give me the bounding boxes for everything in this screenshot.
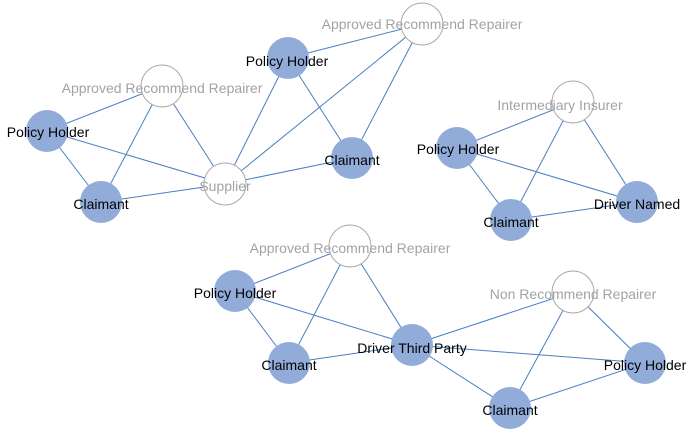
node-nrr[interactable] [551, 270, 595, 314]
edge-arr2-cl2 [351, 23, 423, 159]
edge-arr3-cl4 [288, 245, 351, 364]
node-ph4[interactable] [214, 270, 256, 312]
node-cl2[interactable] [331, 137, 373, 179]
node-arr3[interactable] [328, 224, 372, 268]
node-label-cl2: Claimant [324, 152, 379, 168]
edge-sup-ph2 [224, 57, 289, 185]
node-label-cl5: Claimant [482, 402, 537, 418]
node-arr1[interactable] [140, 64, 184, 108]
edge-nrr-cl5 [509, 291, 574, 409]
edge-ph1-sup [46, 130, 226, 185]
node-cl1[interactable] [80, 181, 122, 223]
node-arr2[interactable] [400, 2, 444, 46]
node-label-arr1: Approved Recommend Repairer [62, 80, 263, 96]
edge-dtp-ph5 [411, 344, 646, 364]
node-label-cl4: Claimant [261, 357, 316, 373]
node-label-nrr: Non Recommend Repairer [490, 286, 657, 302]
node-ph5[interactable] [624, 342, 666, 384]
edge-cl1-arr1 [100, 85, 163, 203]
node-label-dtp: Driver Third Party [357, 340, 466, 356]
node-ph1[interactable] [26, 110, 68, 152]
node-ph2[interactable] [267, 37, 309, 79]
edge-ph5-cl5 [509, 362, 646, 409]
node-cl3[interactable] [490, 199, 532, 241]
node-cl5[interactable] [489, 387, 531, 429]
node-dn[interactable] [616, 181, 658, 223]
node-label-arr2: Approved Recommend Repairer [322, 16, 523, 32]
node-dtp[interactable] [391, 324, 433, 366]
edge-ph4-dtp [234, 290, 413, 346]
node-label-sup: Supplier [199, 178, 251, 194]
node-label-ph1: Policy Holder [7, 124, 90, 140]
node-label-ph4: Policy Holder [194, 285, 277, 301]
node-ii[interactable] [551, 80, 595, 124]
node-label-ph5: Policy Holder [604, 357, 687, 373]
node-label-ph2: Policy Holder [246, 53, 329, 69]
edge-sup-cl2 [224, 157, 353, 185]
edge-cl3-dn [510, 201, 638, 221]
node-label-cl1: Claimant [73, 196, 128, 212]
node-label-dn: Driver Named [594, 196, 680, 212]
node-label-ph3: Policy Holder [417, 141, 500, 157]
nodes-layer [26, 2, 666, 429]
node-label-cl3: Claimant [483, 214, 538, 230]
edge-dtp-nrr [411, 291, 574, 346]
edge-ph3-dn [456, 147, 638, 203]
node-label-arr3: Approved Recommend Repairer [250, 240, 451, 256]
node-cl4[interactable] [268, 342, 310, 384]
node-ph3[interactable] [436, 127, 478, 169]
edge-ii-cl3 [510, 101, 574, 221]
node-label-ii: Intermediary Insurer [497, 97, 623, 113]
node-sup[interactable] [203, 162, 247, 206]
edge-ph2-arr2 [287, 23, 423, 59]
edge-sup-arr2 [224, 23, 423, 185]
